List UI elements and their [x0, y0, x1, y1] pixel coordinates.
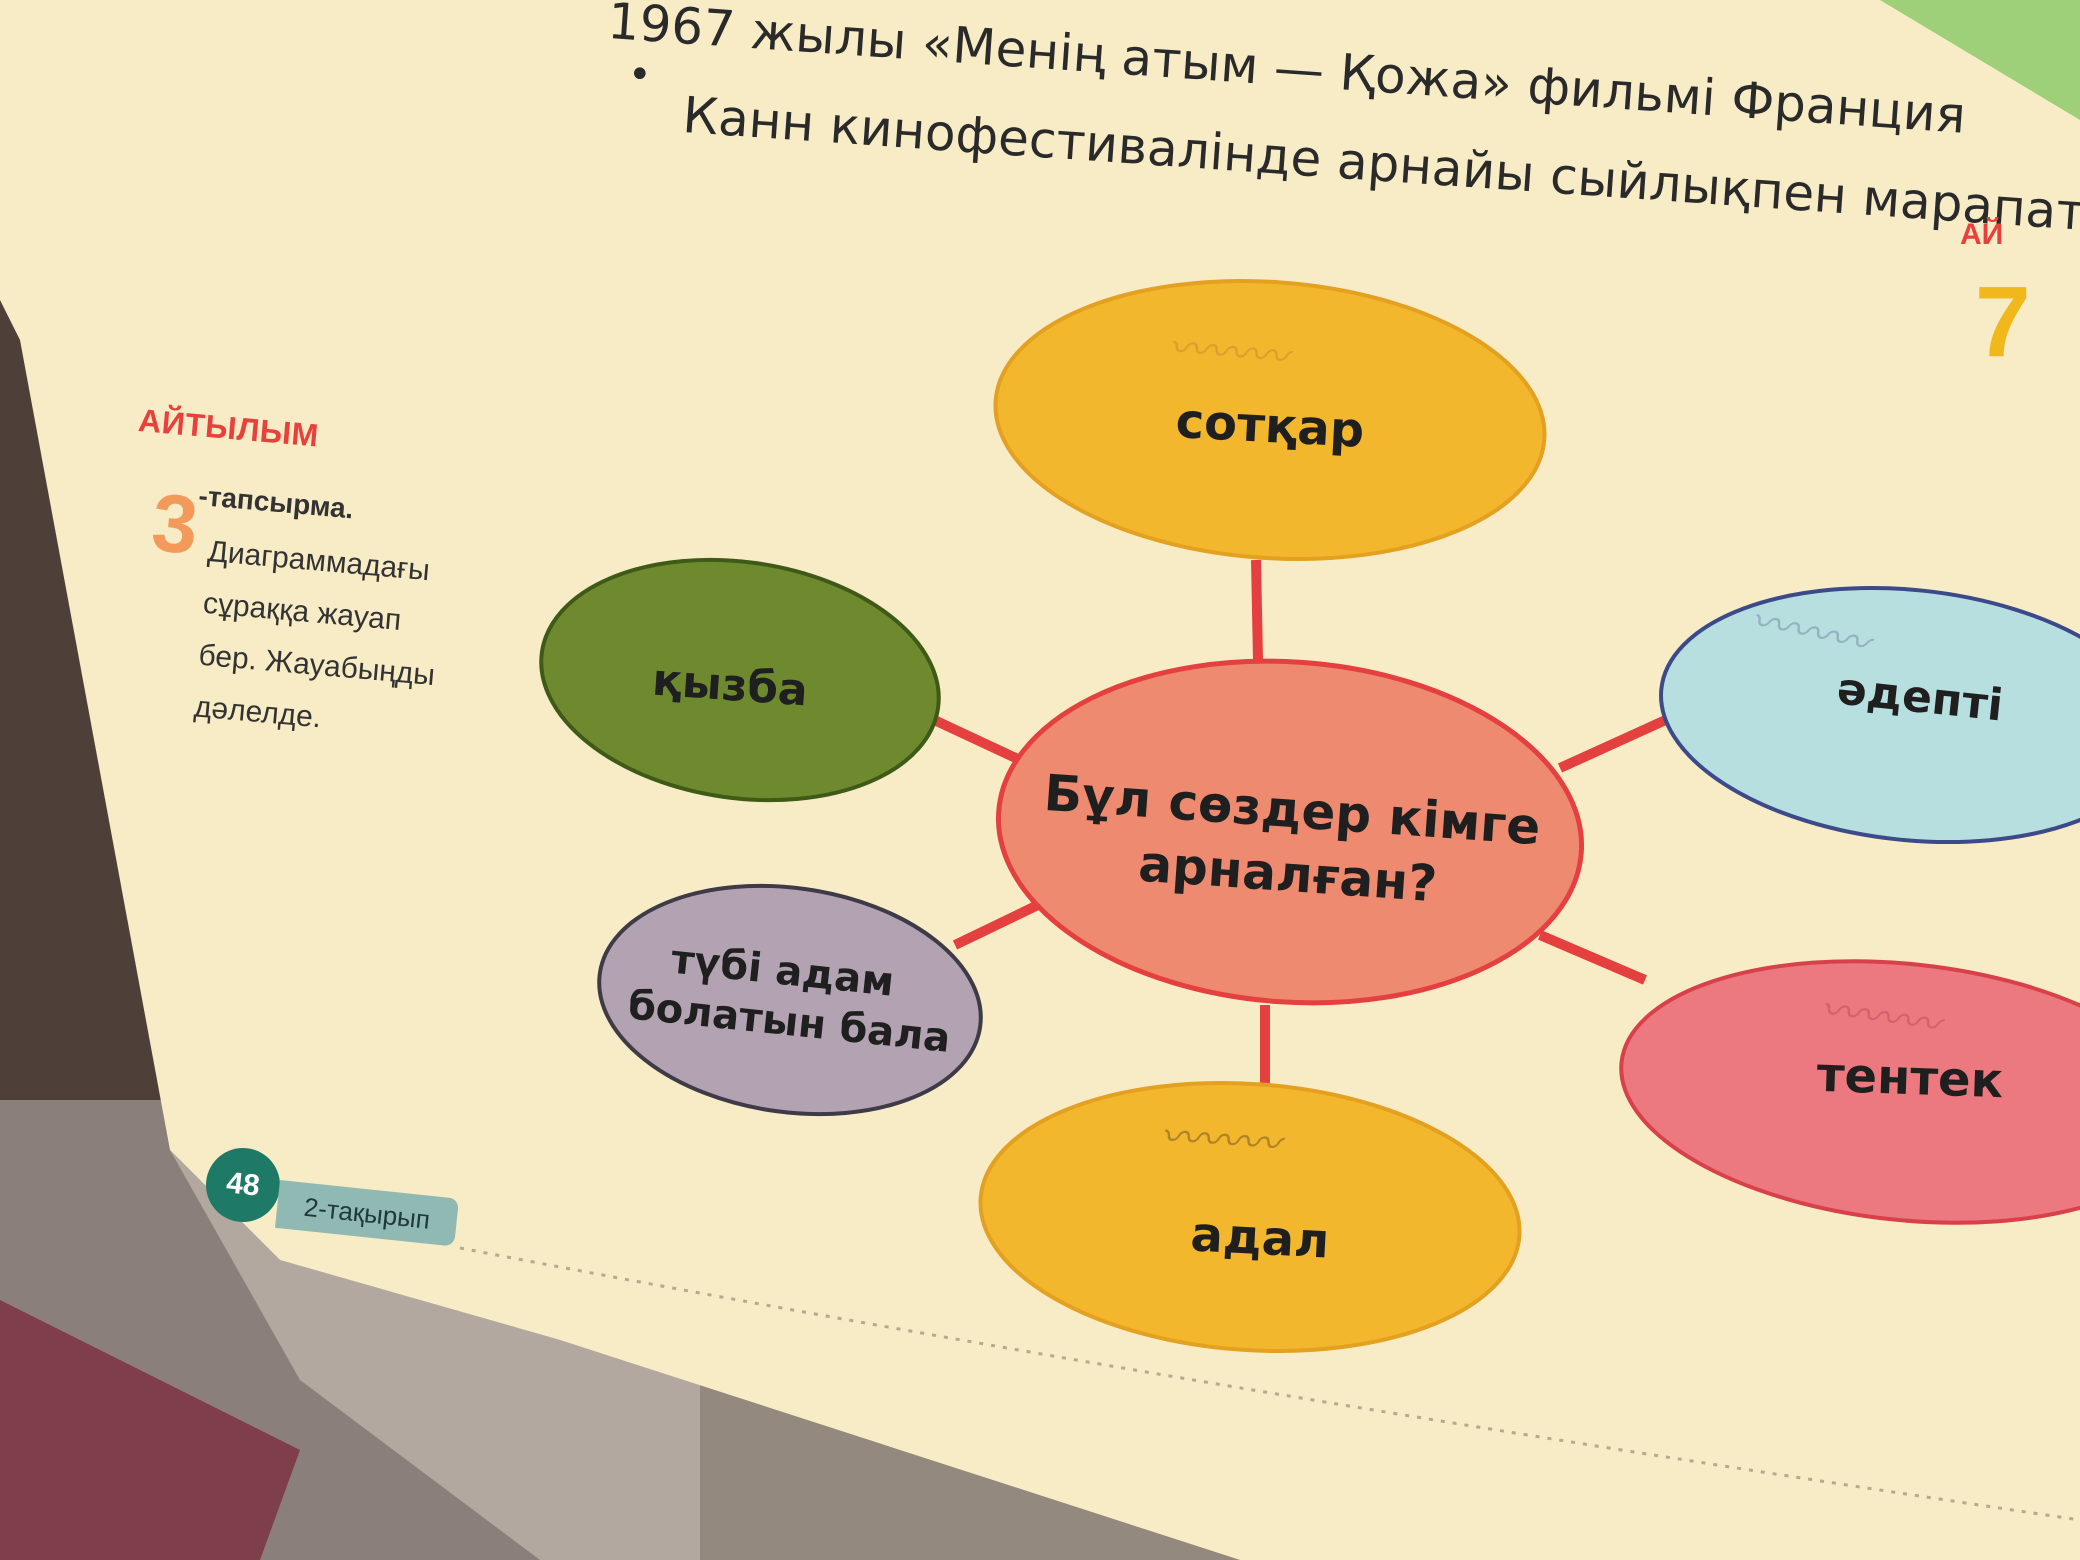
- bullet-marker: •: [628, 52, 652, 98]
- page-shadow: [170, 1150, 1240, 1560]
- oval-left-upper: [539, 557, 941, 803]
- oval-left-lower: [597, 883, 983, 1117]
- oval-bottom: [978, 1080, 1522, 1354]
- oval-right-lower: [1619, 959, 2080, 1225]
- right-heading-fragment: АЙ: [1960, 218, 2004, 251]
- handwriting-scribble-bottom: 〰〰〰: [1158, 1113, 1282, 1169]
- connector-right-upper: [1557, 713, 1673, 773]
- connector-left-upper: [927, 713, 1023, 765]
- connectors: [927, 559, 1673, 1085]
- oval-center: [995, 658, 1585, 1006]
- oval-top: [993, 279, 1547, 561]
- task-number: 3: [148, 477, 202, 572]
- handwriting-scribble-top: 〰〰〰: [1165, 324, 1290, 382]
- task-instructions: Диаграммадағы сұраққа жауап бер. Жауабың…: [192, 534, 437, 735]
- connector-top: [1251, 559, 1263, 661]
- right-number-fragment: 7: [1975, 266, 2031, 378]
- footer-dotted-line: [459, 1246, 2080, 1522]
- connector-left-lower: [952, 900, 1041, 950]
- connector-right-lower: [1538, 930, 1647, 985]
- oval-right-upper: [1659, 585, 2080, 845]
- label-right-lower: тентек: [1815, 1046, 2005, 1110]
- fabric-pattern: [0, 1300, 300, 1560]
